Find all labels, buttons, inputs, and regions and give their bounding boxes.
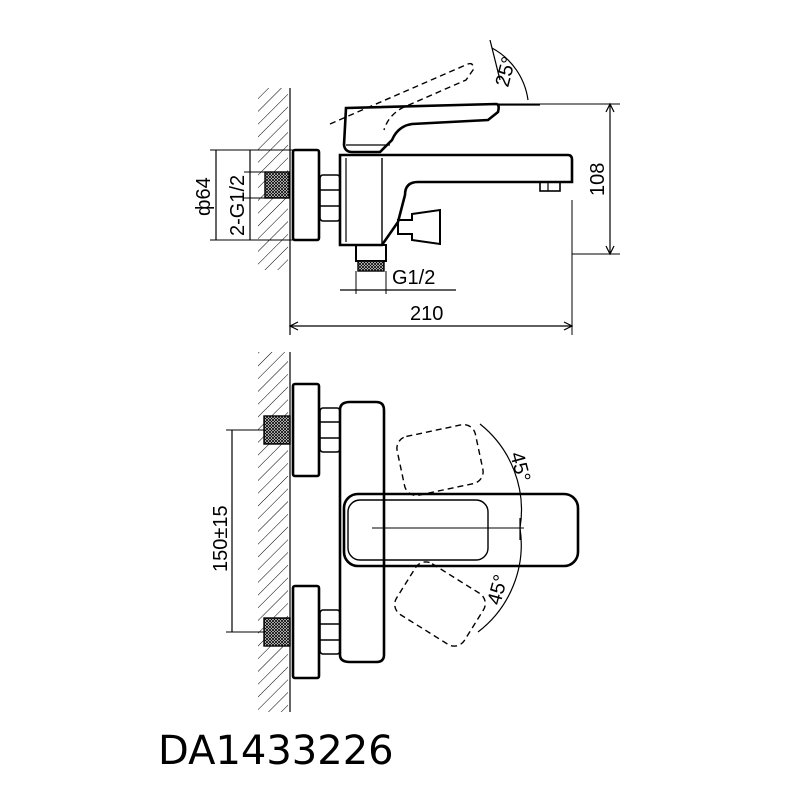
diverter-knob (397, 208, 441, 246)
spacing-150-label: 150±15 (210, 505, 232, 572)
mixer-body-top (338, 400, 386, 664)
side-view (210, 39, 620, 335)
angle-arc (491, 47, 529, 101)
rotation-arc-lower (477, 527, 522, 633)
inlet-thread (264, 171, 290, 199)
escutcheon-lower (291, 584, 321, 680)
inlet-thread-label: 2-G1/2 (227, 175, 249, 236)
handle-rotated-upper (396, 423, 484, 497)
outlet-thread-label: G1/2 (392, 267, 435, 289)
top-view (226, 352, 580, 712)
rotation-upper-label: 45° (505, 450, 534, 485)
rotation-lower-label: 45° (484, 572, 513, 607)
escutcheon-upper (291, 382, 321, 478)
bottom-outlet (355, 244, 387, 262)
inlet-thread-upper (263, 415, 291, 445)
wall-hatch-top (258, 352, 288, 712)
inlet-thread-lower (263, 617, 291, 647)
handle-lever (342, 102, 500, 154)
angle-25-label: 25° (492, 54, 521, 89)
height-108-label: 108 (587, 163, 609, 196)
escutcheon (291, 148, 321, 242)
diameter-64-label: ф64 (193, 177, 215, 216)
spout-aerator (539, 181, 561, 192)
handle-top (342, 492, 580, 568)
model-number: DA1433226 (158, 728, 394, 774)
rotation-arc-upper (479, 423, 523, 529)
mixer-body (338, 153, 574, 247)
connector (319, 174, 341, 222)
handle-rotated-outline (329, 62, 474, 131)
width-210-label: 210 (410, 303, 443, 325)
handle-rotated-lower (394, 561, 486, 647)
